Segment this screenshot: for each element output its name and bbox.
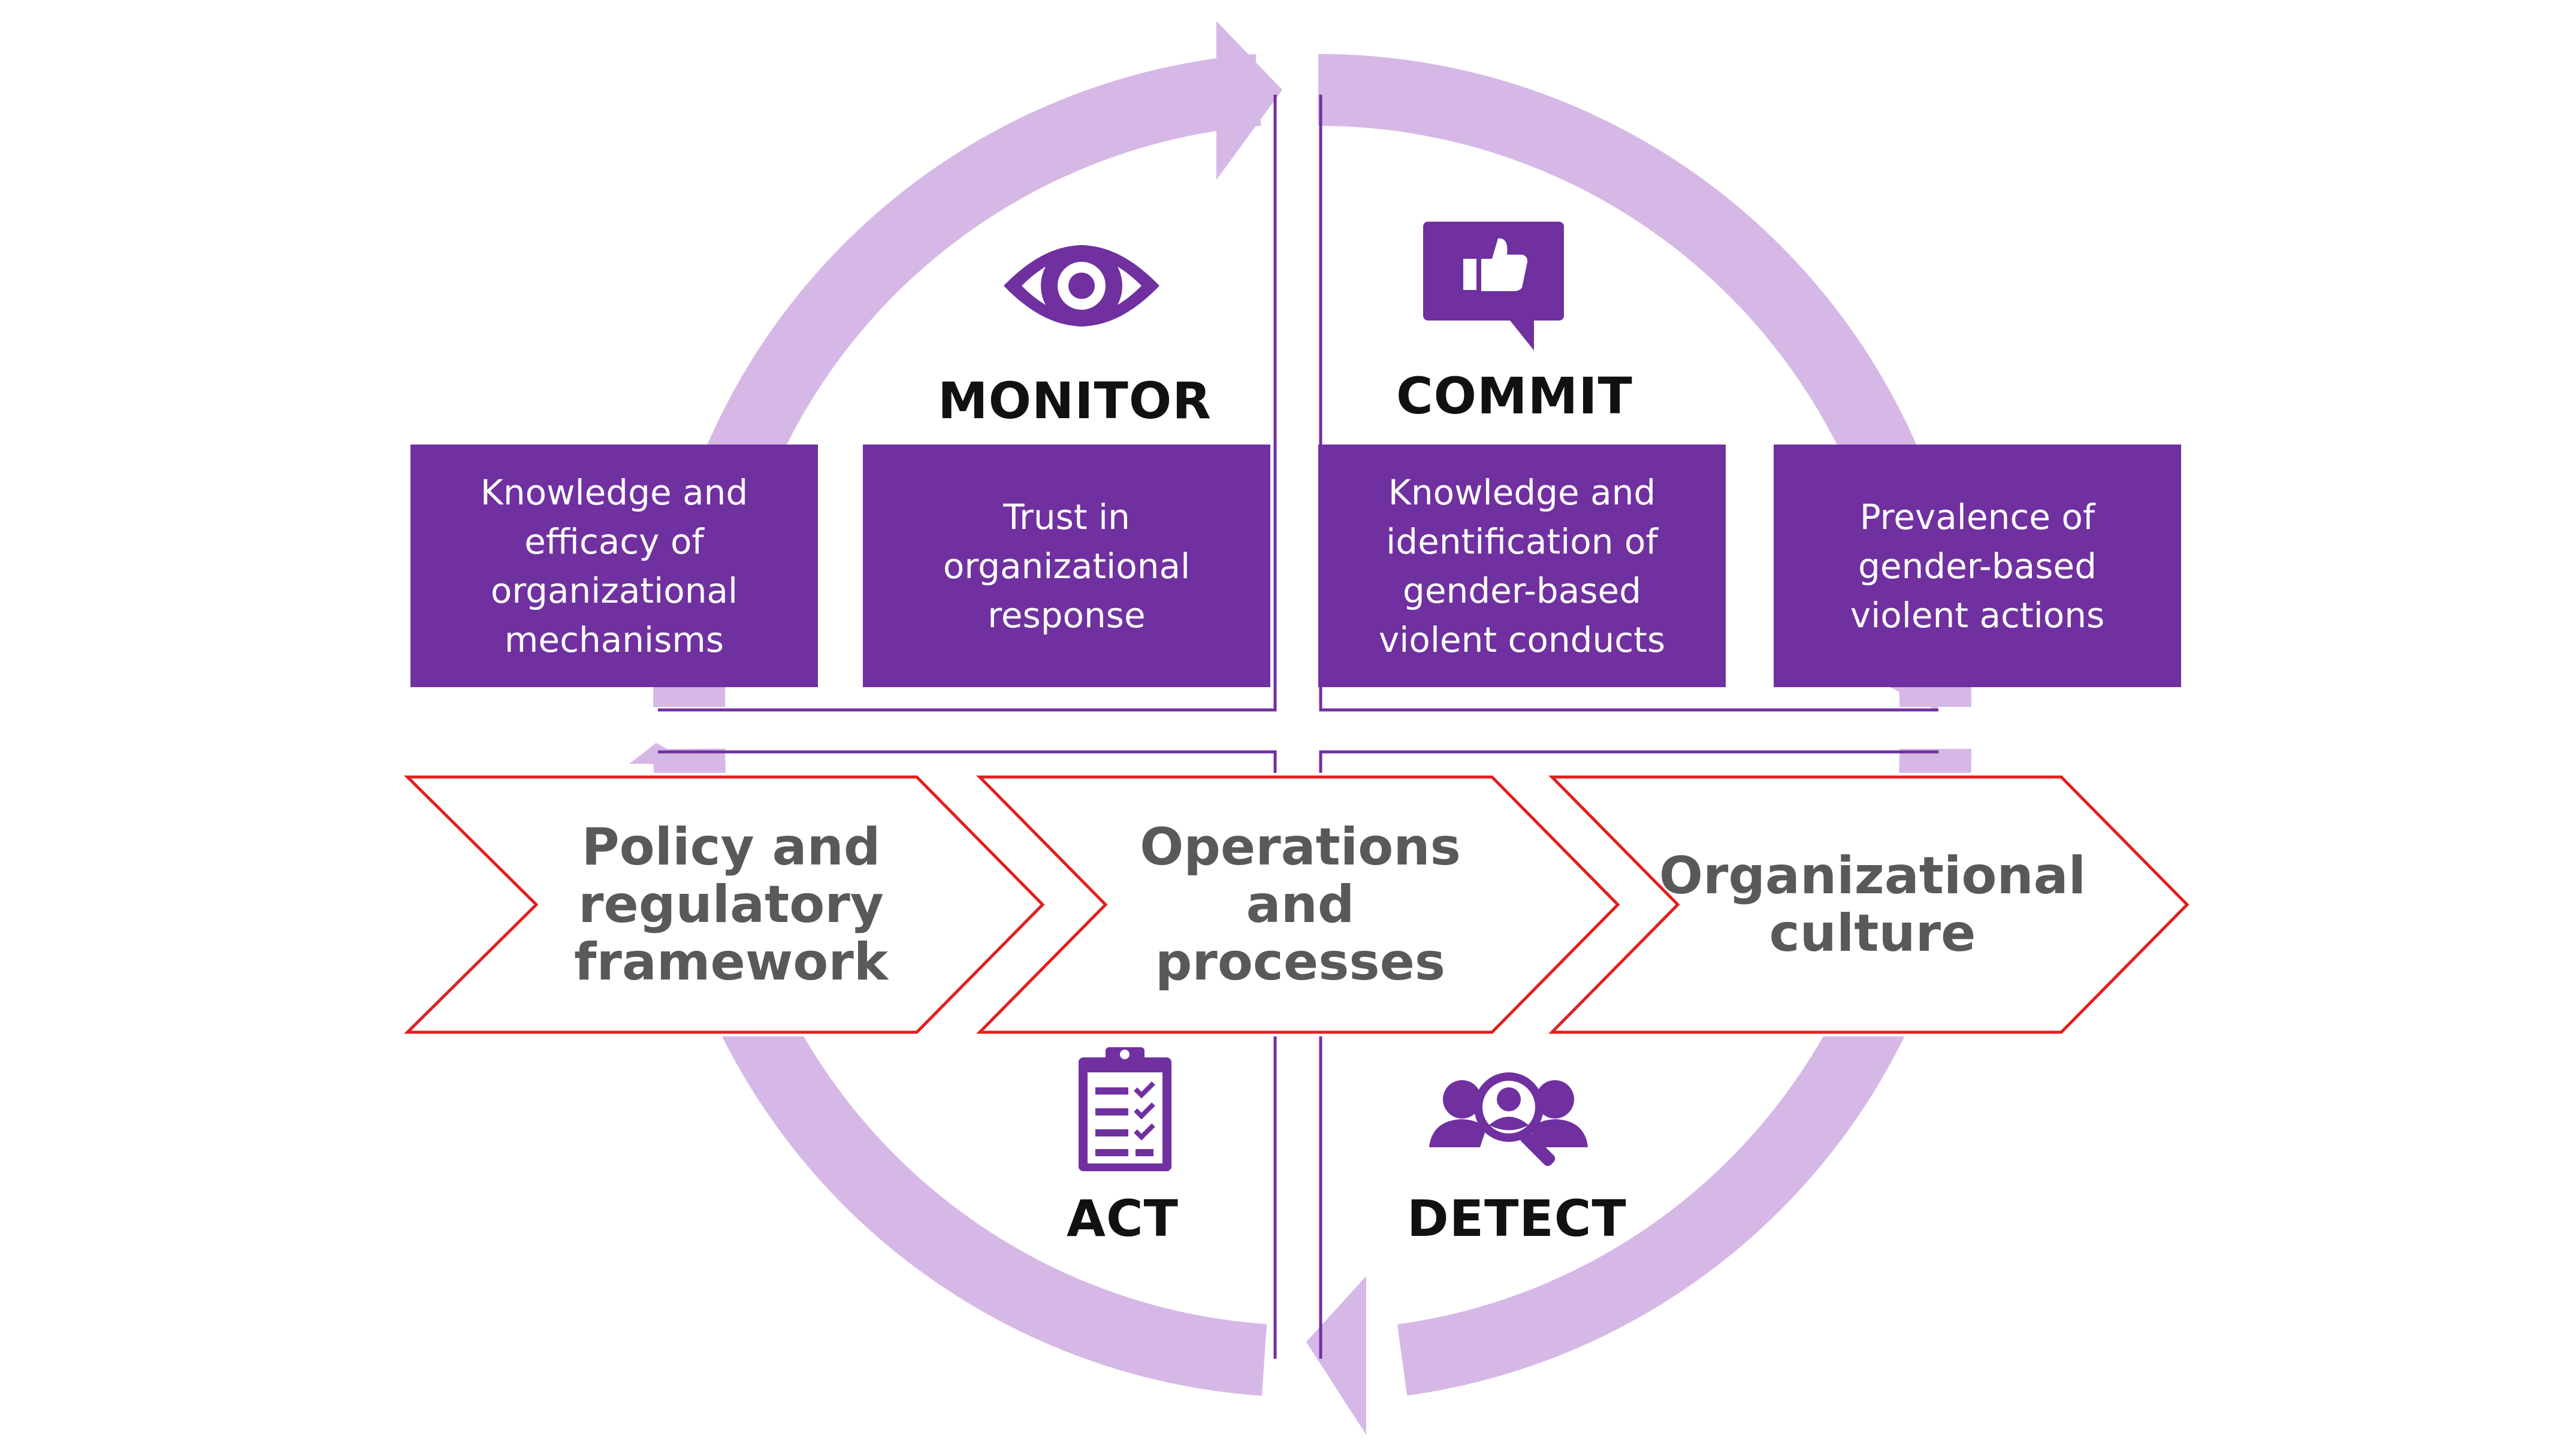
chevron-culture <box>1548 775 2190 1034</box>
phase-label-monitor: MONITOR <box>938 371 1212 430</box>
people-magnifier-icon <box>1429 1072 1588 1166</box>
indicator-box-knowledge-efficacy: Knowledge and efficacy of organizational… <box>410 445 818 687</box>
indicator-text: Prevalence of gender-based violent actio… <box>1850 496 2105 636</box>
indicator-box-identification: Knowledge and identification of gender-b… <box>1318 445 1726 687</box>
level-label-culture: Organizational culture <box>1659 846 2086 963</box>
chevron-operations <box>976 775 1620 1034</box>
indicator-text: Trust in organizational response <box>943 496 1191 636</box>
eye-icon <box>1004 245 1159 327</box>
phase-label-commit: COMMIT <box>1396 367 1633 425</box>
phase-label-act: ACT <box>1067 1189 1179 1248</box>
clipboard-checklist-icon <box>1079 1047 1171 1171</box>
chevron-policy <box>403 775 1045 1034</box>
cycle-arrowhead-top <box>1216 21 1282 180</box>
quadrant-dividers <box>658 95 1938 1359</box>
indicator-box-prevalence: Prevalence of gender-based violent actio… <box>1774 445 2181 687</box>
level-label-operations: Operations and processes <box>1140 817 1461 992</box>
level-label-policy: Policy and regulatory framework <box>574 817 888 992</box>
indicator-text: Knowledge and identification of gender-b… <box>1378 471 1666 660</box>
phase-label-detect: DETECT <box>1407 1189 1627 1248</box>
indicator-box-trust: Trust in organizational response <box>863 445 1270 687</box>
cycle-arrowhead-bottom <box>1306 1276 1366 1435</box>
thumbs-up-speech-bubble-icon <box>1423 222 1564 350</box>
indicator-text: Knowledge and efficacy of organizational… <box>480 471 748 660</box>
